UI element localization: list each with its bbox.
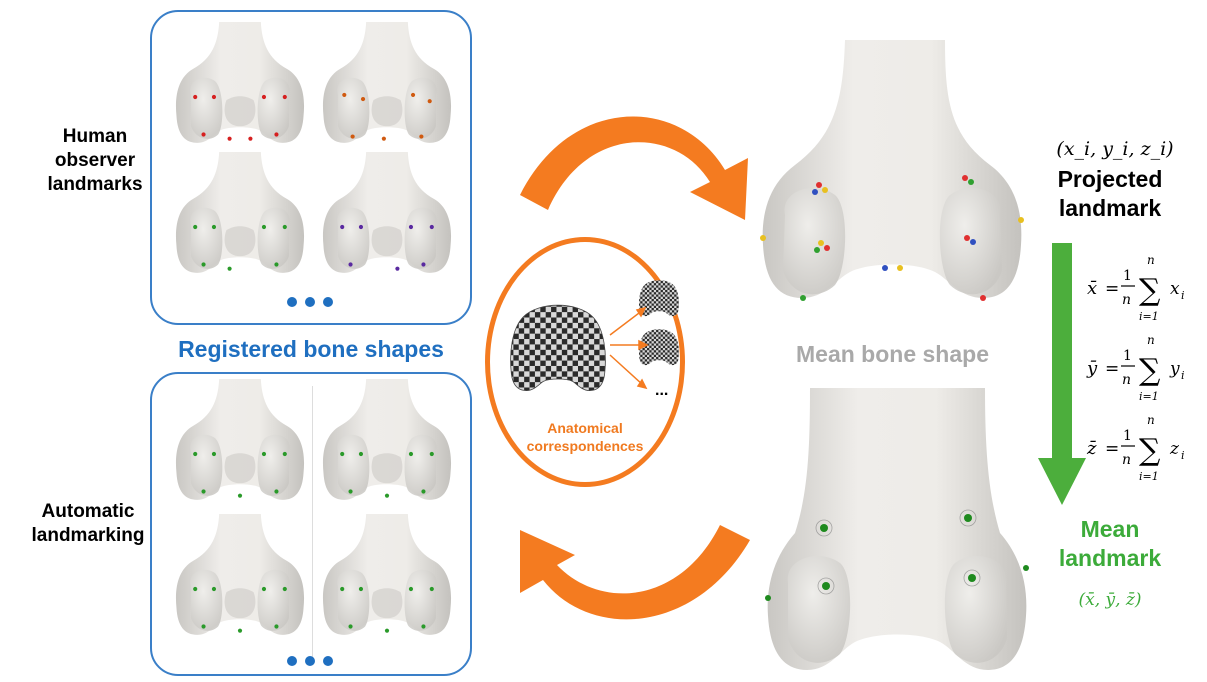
formula-var: z — [1169, 439, 1180, 459]
bone-shape — [317, 22, 457, 147]
formula-lhs: ȳ — [1086, 358, 1098, 379]
formula-numerator: 1 — [1123, 268, 1132, 284]
formula-denominator: n — [1122, 452, 1131, 468]
projected-landmark-label: Projected landmark — [1030, 165, 1190, 223]
sum-upper: n — [1147, 413, 1155, 427]
automatic-landmarks-panel — [150, 372, 472, 676]
formula-lhs: z̄ — [1086, 438, 1097, 459]
sum-sign: ∑ — [1139, 273, 1161, 308]
human-observer-label: Human observer landmarks — [30, 125, 160, 196]
registered-bone-shapes-label: Registered bone shapes — [150, 335, 472, 364]
sum-lower: i=1 — [1139, 470, 1159, 483]
sum-lower: i=1 — [1139, 390, 1159, 403]
ellipsis-dots — [285, 295, 335, 309]
formula-numerator: 1 — [1123, 348, 1132, 364]
top-curved-arrow — [490, 100, 770, 220]
formula-denominator: n — [1122, 372, 1131, 388]
formula-equals: = — [1105, 279, 1119, 299]
formula-numerator: 1 — [1123, 428, 1132, 444]
checker-bone-large — [508, 300, 608, 395]
bottom-curved-arrow — [495, 525, 775, 640]
coordinate-label: (x_i, y_i, z_i) — [1040, 138, 1190, 160]
sum-upper: n — [1147, 253, 1155, 267]
sum-sign: ∑ — [1139, 433, 1161, 468]
ellipsis-dots — [285, 654, 335, 668]
bone-shape — [317, 152, 457, 277]
panel-divider — [312, 386, 313, 662]
bone-shape — [170, 379, 310, 504]
mean-coordinate-label: (x̄, ȳ, z̄) — [1030, 590, 1190, 610]
formula-denominator: n — [1122, 292, 1131, 308]
mean-bone-averaged — [760, 388, 1030, 678]
mean-bone-shape-label: Mean bone shape — [755, 340, 1030, 369]
sum-lower: i=1 — [1139, 310, 1159, 323]
formula-subscript: i — [1181, 369, 1185, 382]
bone-shape — [317, 514, 457, 639]
human-landmarks-panel — [150, 10, 472, 325]
anatomical-correspondences-label: Anatomical correspondences — [520, 420, 650, 455]
bone-shape — [170, 514, 310, 639]
formula-lhs: x̄ — [1087, 278, 1097, 299]
bone-shape — [170, 22, 310, 147]
formula-equals: = — [1105, 439, 1119, 459]
formula-subscript: i — [1181, 449, 1185, 462]
mean-bone-landmarks — [755, 40, 1030, 308]
thin-arrows — [605, 290, 655, 410]
bone-shape — [317, 379, 457, 504]
formula-subscript: i — [1181, 289, 1185, 302]
formula-equals: = — [1105, 359, 1119, 379]
automatic-landmarking-label: Automatic landmarking — [18, 500, 158, 548]
formula-var: y — [1169, 359, 1180, 379]
green-down-arrow — [1038, 243, 1086, 505]
sum-sign: ∑ — [1139, 353, 1161, 388]
bone-shape — [170, 152, 310, 277]
sum-upper: n — [1147, 333, 1155, 347]
mean-landmark-label: Mean landmark — [1030, 515, 1190, 573]
more-ellipsis: ... — [655, 382, 668, 400]
formula-var: x — [1170, 279, 1180, 299]
